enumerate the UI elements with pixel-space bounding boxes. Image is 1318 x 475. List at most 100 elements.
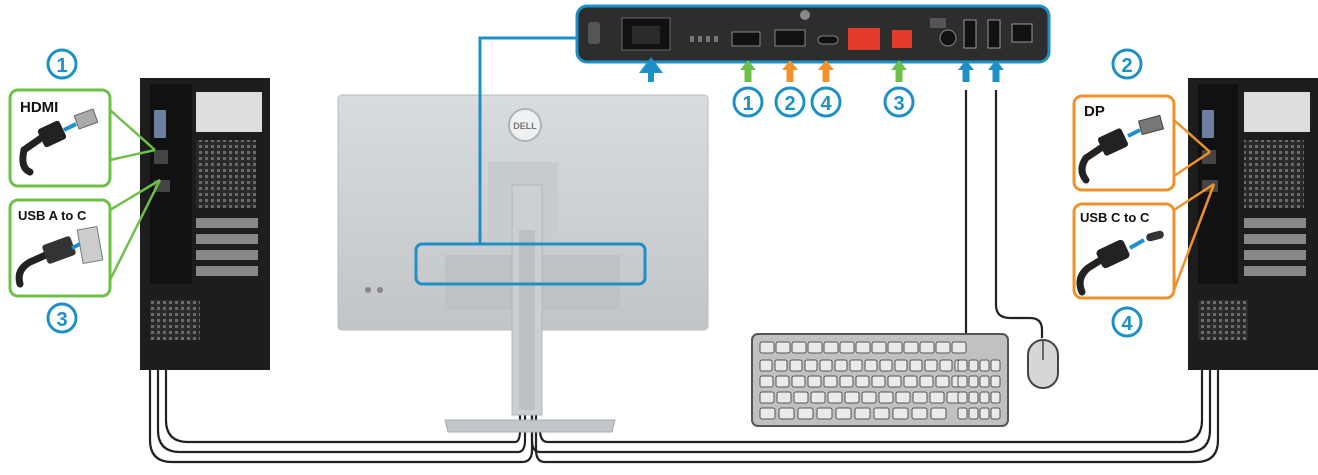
keyboard-numpad-key [979, 391, 990, 404]
left-pc-tower [140, 78, 270, 370]
keyboard-key [903, 341, 919, 354]
usb-a-to-c-label: USB A to C [18, 208, 87, 223]
keyboard-numpad-key [968, 407, 979, 420]
keyboard-key [854, 407, 871, 420]
keyboard-key [903, 375, 918, 388]
port-callouts: 1 2 4 3 [732, 86, 915, 118]
dell-logo-icon [508, 108, 542, 142]
keyboard-numpad-key [979, 375, 990, 388]
keyboard-numpad-key [968, 359, 979, 372]
right-connector-callouts: DP USB C to C 2 4 [1072, 48, 1216, 338]
keyboard-key [759, 407, 776, 420]
keyboard-key [935, 375, 950, 388]
monitor-port-panel [575, 4, 1051, 64]
keyboard-numpad-key [990, 407, 1001, 420]
keyboard-numpad-key [968, 375, 979, 388]
keyboard-key [895, 391, 911, 404]
monitor-stand-base [444, 419, 616, 433]
keyboard-key [892, 407, 909, 420]
keyboard-numpad-key [990, 391, 1001, 404]
keyboard-numpad-key [957, 391, 968, 404]
keyboard-key [791, 341, 807, 354]
callout-port-usbc: 4 [820, 93, 832, 115]
usb-a-plug-icon [15, 225, 104, 288]
keyboard-numpad-key [957, 375, 968, 388]
keyboard-key [839, 375, 854, 388]
keyboard-key [835, 407, 852, 420]
mouse-icon [1027, 339, 1059, 389]
callout-port-dp: 2 [784, 93, 795, 115]
keyboard-key [775, 341, 791, 354]
keyboard-key [823, 341, 839, 354]
keyboard-numpad-key [968, 391, 979, 404]
hdmi-port [731, 31, 761, 47]
callout-port-usba: 3 [893, 93, 904, 115]
keyboard-key [930, 407, 947, 420]
keyboard-key [919, 375, 934, 388]
usb-c-port [817, 35, 839, 45]
keyboard-key [909, 359, 923, 372]
keyboard-key [791, 375, 806, 388]
keyboard-key [919, 341, 935, 354]
callout-port-hdmi: 1 [742, 93, 753, 115]
keyboard-numpad-key [990, 359, 1001, 372]
usb-a-port-1 [963, 19, 977, 49]
usb-c-plug-icon [1076, 230, 1164, 296]
keyboard-numpad-key [957, 359, 968, 372]
keyboard-key [759, 359, 773, 372]
cables [148, 90, 1220, 464]
usb-upstream-port [848, 28, 880, 50]
monitor: DELL [337, 36, 709, 433]
keyboard-numpad-key [957, 407, 968, 420]
keyboard-key [894, 359, 908, 372]
keyboard-key [887, 375, 902, 388]
keyboard-key [939, 359, 953, 372]
keyboard-key [844, 391, 860, 404]
keyboard-numpad-key [979, 359, 990, 372]
port-arrows [639, 57, 1004, 82]
usb-c-to-c-label: USB C to C [1080, 210, 1150, 225]
keyboard-key [871, 375, 886, 388]
keyboard-key [759, 375, 774, 388]
hdmi-plug-icon [19, 108, 99, 176]
keyboard-key [887, 341, 903, 354]
keyboard-numpad-key [990, 375, 1001, 388]
dp-port [774, 29, 806, 47]
keyboard-key [911, 407, 928, 420]
keyboard-key [823, 375, 838, 388]
keyboard-key [807, 341, 823, 354]
dp-label: DP [1084, 103, 1105, 120]
keyboard-key [855, 341, 871, 354]
keyboard-key [912, 391, 928, 404]
keyboard-key [849, 359, 863, 372]
keyboard-numpad-key [979, 407, 990, 420]
keyboard-key [804, 359, 818, 372]
keyboard-key [929, 391, 945, 404]
ethernet-port [1011, 23, 1033, 43]
keyboard-key [793, 391, 809, 404]
keyboard-key [775, 375, 790, 388]
keyboard-key [789, 359, 803, 372]
hdmi-label: HDMI [20, 99, 58, 116]
keyboard-key [861, 391, 877, 404]
keyboard-key [924, 359, 938, 372]
left-connector-callouts: HDMI USB A to C 1 3 [8, 48, 162, 334]
callout-left-top: 1 [56, 55, 67, 77]
keyboard-key [864, 359, 878, 372]
keyboard-key [807, 375, 822, 388]
keyboard-key [839, 341, 855, 354]
keyboard-key [774, 359, 788, 372]
keyboard-key [879, 359, 893, 372]
svg-text:DELL: DELL [513, 121, 537, 131]
keyboard-key [810, 391, 826, 404]
usb-a-port-2 [987, 19, 1001, 49]
keyboard-key [776, 391, 792, 404]
audio-port [939, 29, 957, 47]
keyboard-key [797, 407, 814, 420]
keyboard-key [819, 359, 833, 372]
callout-right-top: 2 [1121, 55, 1132, 77]
callout-left-bottom: 3 [56, 309, 67, 331]
keyboard-key [855, 375, 870, 388]
keyboard-key [871, 341, 887, 354]
